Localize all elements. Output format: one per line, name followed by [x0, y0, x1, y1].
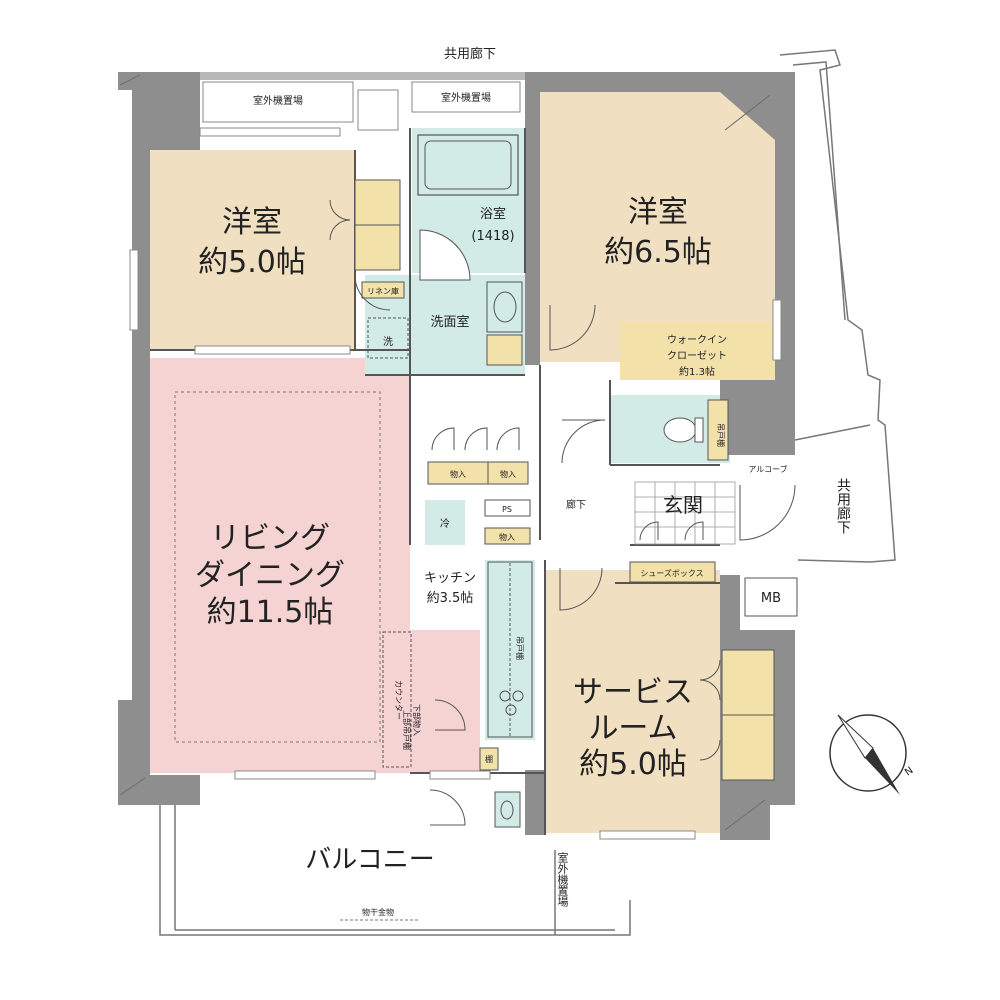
mb-label: MB [761, 591, 781, 606]
shelf-box [479, 747, 499, 771]
bedroom-1-size: 約5.0帖 [198, 245, 306, 280]
common-corridor-outline [779, 49, 896, 563]
kitchen-size: 約3.5帖 [427, 591, 474, 606]
bath-name: 浴室 [480, 206, 506, 222]
ac-center-label: 室外機置場 [441, 91, 491, 104]
counter-label: カウンター [394, 680, 403, 720]
washer-label: 洗 [383, 336, 393, 348]
storage-2 [487, 461, 529, 485]
bath-size: (1418) [471, 229, 514, 244]
ldk-floor [150, 358, 410, 773]
shoe-box [629, 561, 716, 583]
service-size: 約5.0帖 [579, 747, 687, 782]
mb-box [744, 577, 798, 617]
drying-rack-label: 物干金物 [362, 907, 394, 917]
entrance-label: 玄関 [663, 493, 703, 517]
shoe-box-label: シューズボックス [640, 568, 703, 578]
ac-left-label: 室外機置場 [253, 94, 303, 107]
alcove-label: アルコーブ [748, 464, 787, 474]
ac-box-left [202, 81, 354, 123]
ldk-line-2: ダイニング [195, 558, 345, 593]
ldk-dashed-area [174, 391, 381, 743]
balcony-outline [159, 790, 631, 936]
bedroom-2-name: 洋室 [628, 195, 688, 230]
door-swings [329, 199, 796, 826]
ac-small-box [357, 89, 399, 131]
storage-3-label: 物入 [499, 532, 515, 542]
washer-pan [367, 317, 409, 359]
windows [129, 127, 782, 840]
hallway-label: 廊下 [566, 498, 586, 511]
bedroom-1-name: 洋室 [222, 205, 282, 240]
bathtub [417, 134, 519, 196]
ac-box-center [411, 81, 521, 113]
fridge-label: 冷 [440, 517, 450, 530]
shelf-label: 棚 [485, 754, 493, 764]
toilet-wall-cabinet [707, 399, 729, 461]
ps-label: PS [502, 505, 512, 514]
ps-box [484, 499, 531, 517]
wic-line-2: クローゼット [667, 350, 727, 362]
washbasin [486, 281, 523, 333]
balcony-sink [494, 791, 521, 828]
ldk-size: 約11.5帖 [207, 595, 334, 630]
counter-above-label: 上部吊戸棚 [402, 710, 412, 750]
toilet-cabinet-label: 吊戸棚 [716, 423, 726, 447]
corridor-right-label: 共用廊下 [835, 478, 851, 534]
linen-label: リネン庫 [367, 286, 399, 296]
service-room-floor [545, 570, 720, 833]
wic-floor [620, 322, 775, 380]
wall-hatching [119, 74, 771, 831]
counter-floor [380, 630, 480, 773]
bedroom-2-size: 約6.5帖 [604, 235, 712, 270]
service-line-2: ルーム [588, 711, 677, 746]
corridor-top-label: 共用廊下 [444, 46, 496, 62]
fridge-floor [425, 500, 465, 545]
balcony-label: バルコニー [305, 845, 434, 875]
washroom-label: 洗面室 [430, 314, 469, 330]
north-label: N [903, 765, 915, 778]
wic-size: 約1.3帖 [679, 365, 715, 378]
linen-cabinet [361, 281, 405, 299]
counter [382, 631, 412, 768]
wic-line-1: ウォークイン [667, 334, 727, 346]
kitchen-name: キッチン [424, 571, 476, 586]
storage-1-label: 物入 [450, 469, 466, 479]
ldk-line-1: リビング [210, 521, 330, 556]
toilet-bowl [663, 417, 697, 443]
entrance-tiles [634, 481, 736, 545]
compass-icon [829, 714, 907, 795]
storage-3 [484, 527, 531, 545]
ac-bottom-label: 室外機置場 [556, 852, 569, 907]
kitchen-cabinet-label: 吊戸棚 [515, 636, 525, 660]
storage-2-label: 物入 [500, 469, 516, 479]
bedroom-2-floor [540, 92, 775, 362]
bedroom-1-floor [150, 150, 355, 350]
counter-below-label: 下部物入 [412, 704, 422, 736]
service-line-1: サービス [573, 675, 693, 710]
